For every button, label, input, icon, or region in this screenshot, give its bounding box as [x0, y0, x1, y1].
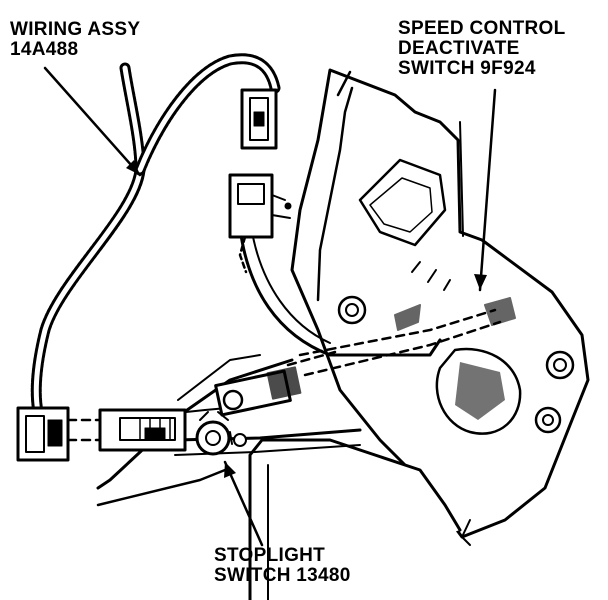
switch-connector	[228, 173, 292, 274]
leader-arrow-stoplight	[224, 462, 236, 478]
stoplight-label-line2: SWITCH 13480	[214, 565, 351, 586]
speed-control-switch-label: SPEED CONTROL DEACTIVATE SWITCH 9F924	[398, 19, 566, 79]
stoplight-connector	[16, 406, 70, 462]
leader-lines	[43, 66, 497, 547]
pedal-support-bracket	[290, 68, 590, 546]
wiring-harness	[30, 53, 281, 418]
harness-connector-upper	[240, 88, 278, 150]
brake-pedal-arm	[238, 226, 462, 600]
stoplight-label-line1: STOPLIGHT	[214, 545, 326, 566]
speed-control-label-line2: DEACTIVATE	[398, 38, 520, 59]
stoplight-switch	[98, 408, 247, 456]
leader-arrow-speed-control	[474, 274, 487, 290]
speed-control-deactivate-switch	[214, 297, 516, 417]
wiring-assy-label-line1: WIRING ASSY	[10, 19, 141, 40]
stoplight-switch-label: STOPLIGHT SWITCH 13480	[214, 546, 351, 586]
speed-control-label-line1: SPEED CONTROL	[398, 18, 566, 39]
leader-arrow-wiring	[126, 160, 140, 175]
wiring-assy-label: WIRING ASSY 14A488	[10, 20, 140, 60]
wiring-assy-label-line2: 14A488	[10, 39, 79, 60]
speed-control-label-line3: SWITCH 9F924	[398, 58, 536, 79]
